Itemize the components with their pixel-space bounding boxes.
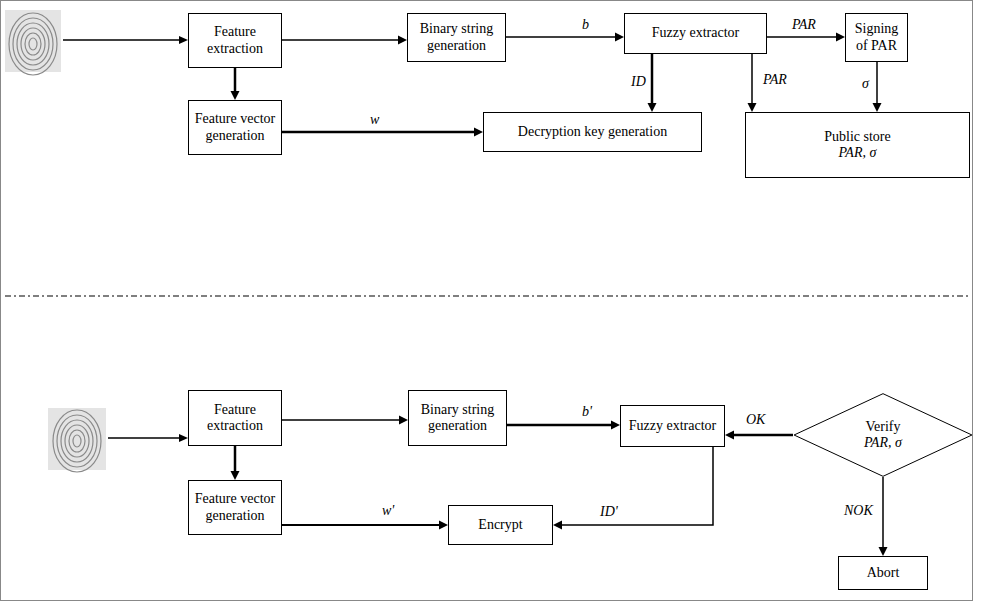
node-text: Feature vector generation	[193, 111, 277, 143]
connector-arrow	[231, 68, 240, 100]
connector-arrow	[648, 54, 657, 112]
fingerprint-image	[5, 10, 61, 75]
process-box: Signing of PAR	[845, 13, 908, 62]
connector-arrow	[506, 33, 624, 42]
input-arrow	[63, 36, 188, 442]
node-text: Encrypt	[478, 517, 522, 533]
connector-arrow	[231, 446, 240, 480]
node-text: Binary string generation	[413, 402, 502, 434]
node-text: Decryption key generation	[518, 124, 667, 140]
separator-line	[5, 295, 970, 296]
node-text: Fuzzy extractor	[629, 418, 716, 434]
node-text: Public store	[824, 129, 891, 145]
process-box: Decryption key generation	[483, 112, 702, 152]
process-box: Binary string generation	[407, 13, 506, 62]
frame	[1, 1, 973, 601]
process-box: Binary string generation	[408, 390, 507, 446]
node-text: Signing of PAR	[850, 21, 903, 53]
connector-arrow	[282, 416, 408, 425]
process-box: Encrypt	[448, 505, 553, 545]
node-text: PAR, σ	[839, 145, 877, 161]
decision-diamond: VerifyPAR, σ	[793, 393, 973, 477]
connector-arrow	[767, 33, 845, 42]
node-text: Feature vector generation	[193, 491, 277, 523]
process-box: Fuzzy extractor	[620, 405, 725, 447]
process-box: Feature extraction	[188, 390, 282, 446]
connector-arrow	[725, 431, 793, 440]
node-text: Binary string generation	[412, 21, 501, 53]
process-box: Feature vector generation	[188, 100, 282, 155]
edge-label: NOK	[842, 503, 875, 518]
node-text: Feature extraction	[193, 24, 277, 56]
fingerprint-image	[48, 408, 106, 472]
node-text: PAR, σ	[864, 435, 902, 451]
terminal-box: Abort	[838, 556, 928, 590]
connector-arrow	[282, 36, 407, 45]
connector-arrow	[879, 477, 888, 556]
node-text: Fuzzy extractor	[652, 25, 739, 41]
connector-arrow	[873, 62, 882, 112]
connector-arrow	[507, 421, 620, 430]
edge-label: ID	[629, 74, 648, 89]
connector-arrow	[553, 447, 713, 530]
process-box: Fuzzy extractor	[624, 13, 767, 54]
store-box: Public storePAR, σ	[745, 112, 970, 178]
edge-label: σ	[860, 76, 871, 91]
edge-label: PAR	[761, 72, 789, 87]
edge-label: w'	[380, 503, 396, 518]
connector-arrow	[748, 54, 757, 112]
edge-label: b'	[580, 404, 594, 419]
process-box: Feature extraction	[188, 13, 282, 68]
node-text: Verify	[866, 419, 901, 435]
node-text: Abort	[867, 565, 900, 581]
edge-label: w	[368, 112, 381, 127]
edge-label: ID'	[598, 504, 620, 519]
edge-label: b	[580, 17, 591, 32]
connector-arrow	[282, 128, 483, 137]
edge-label: OK	[744, 412, 767, 427]
connector-arrow	[282, 521, 448, 530]
node-text: Feature extraction	[193, 402, 277, 434]
edge-label: PAR	[790, 17, 818, 32]
process-box: Feature vector generation	[188, 480, 282, 535]
